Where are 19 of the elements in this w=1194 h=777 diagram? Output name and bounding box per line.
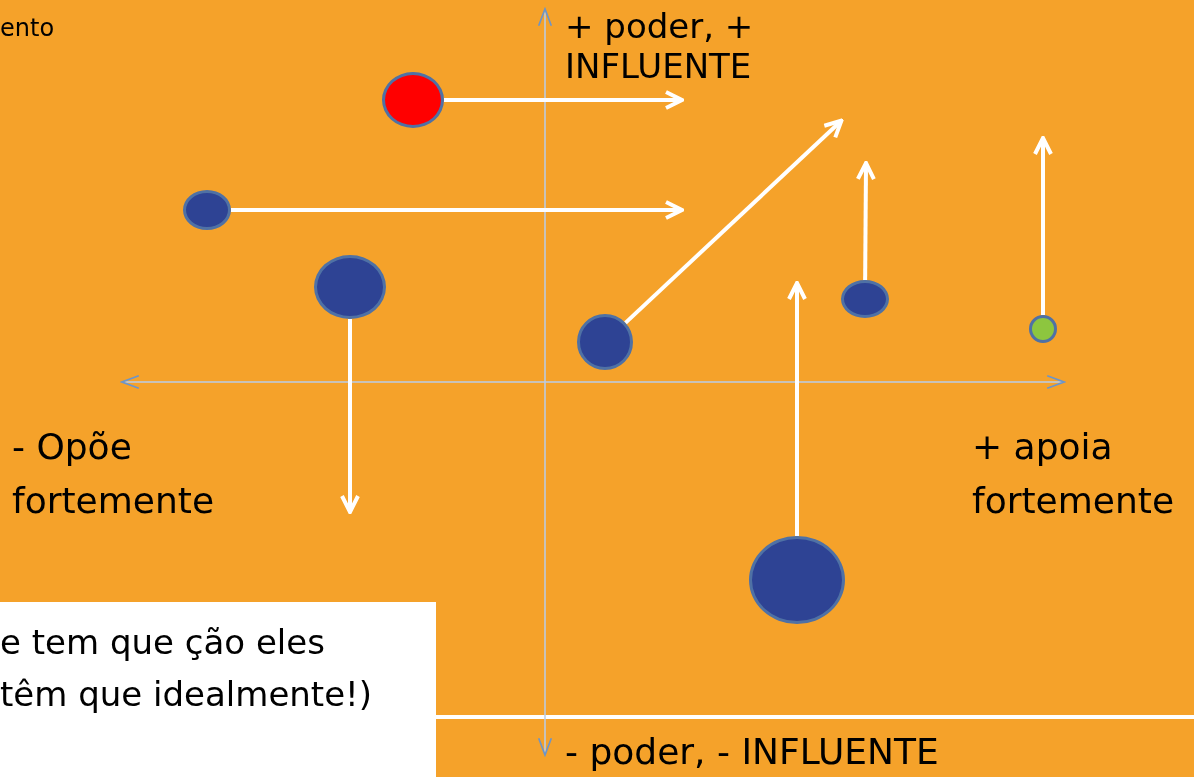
axis-label: - poder, - INFLUENTE	[565, 730, 940, 774]
arrow	[231, 200, 684, 220]
axis-label: + apoia fortemente	[972, 425, 1176, 523]
axis-label: + poder, + INFLUENTE	[565, 6, 755, 86]
arrow	[444, 90, 684, 110]
stakeholder-circle	[577, 314, 633, 370]
axis-label: - Opõe fortemente	[12, 425, 216, 523]
arrow	[340, 319, 360, 514]
arrow	[1033, 136, 1053, 315]
stakeholder-circle	[382, 72, 444, 128]
title-fragment: ento	[0, 13, 56, 44]
note-text: e tem que ção eles têm que idealmente!)	[0, 621, 373, 716]
stakeholder-circle	[1029, 315, 1057, 343]
note-card	[0, 602, 436, 777]
arrow	[787, 281, 807, 536]
stakeholder-circle	[841, 280, 889, 318]
arrow	[855, 161, 876, 280]
arrow	[624, 118, 844, 325]
stakeholder-circle	[183, 190, 231, 230]
